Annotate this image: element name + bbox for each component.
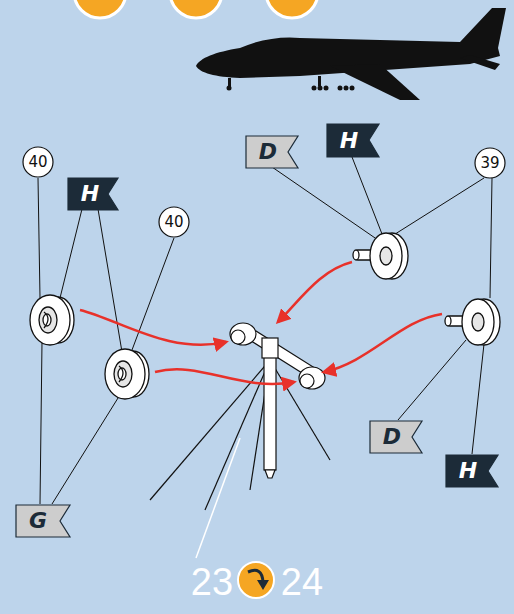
airplane-silhouette: [196, 8, 506, 100]
flag-letter: D: [259, 141, 277, 163]
callout-number: 39: [480, 156, 499, 171]
flag-letter: D: [383, 426, 401, 448]
wheel: [353, 233, 408, 279]
flag-letter: H: [340, 130, 358, 152]
mount-arrows: [80, 262, 442, 384]
flags: [16, 124, 498, 537]
step-number: 24: [281, 563, 323, 601]
callout-number: 40: [28, 155, 47, 170]
leader-lines: [38, 157, 492, 504]
flag-letter: G: [29, 510, 47, 532]
wheel: [445, 299, 500, 345]
leader-line: [196, 438, 240, 558]
wheel: [105, 349, 149, 399]
step-number: 23: [191, 563, 233, 601]
callout-number: 40: [164, 215, 183, 230]
flag-letter: H: [459, 460, 477, 482]
wheel: [30, 295, 74, 345]
flag-letter: H: [81, 183, 99, 205]
step-icons: [74, 0, 318, 18]
wheel-stand: [150, 323, 330, 510]
step-icon: [238, 562, 274, 598]
